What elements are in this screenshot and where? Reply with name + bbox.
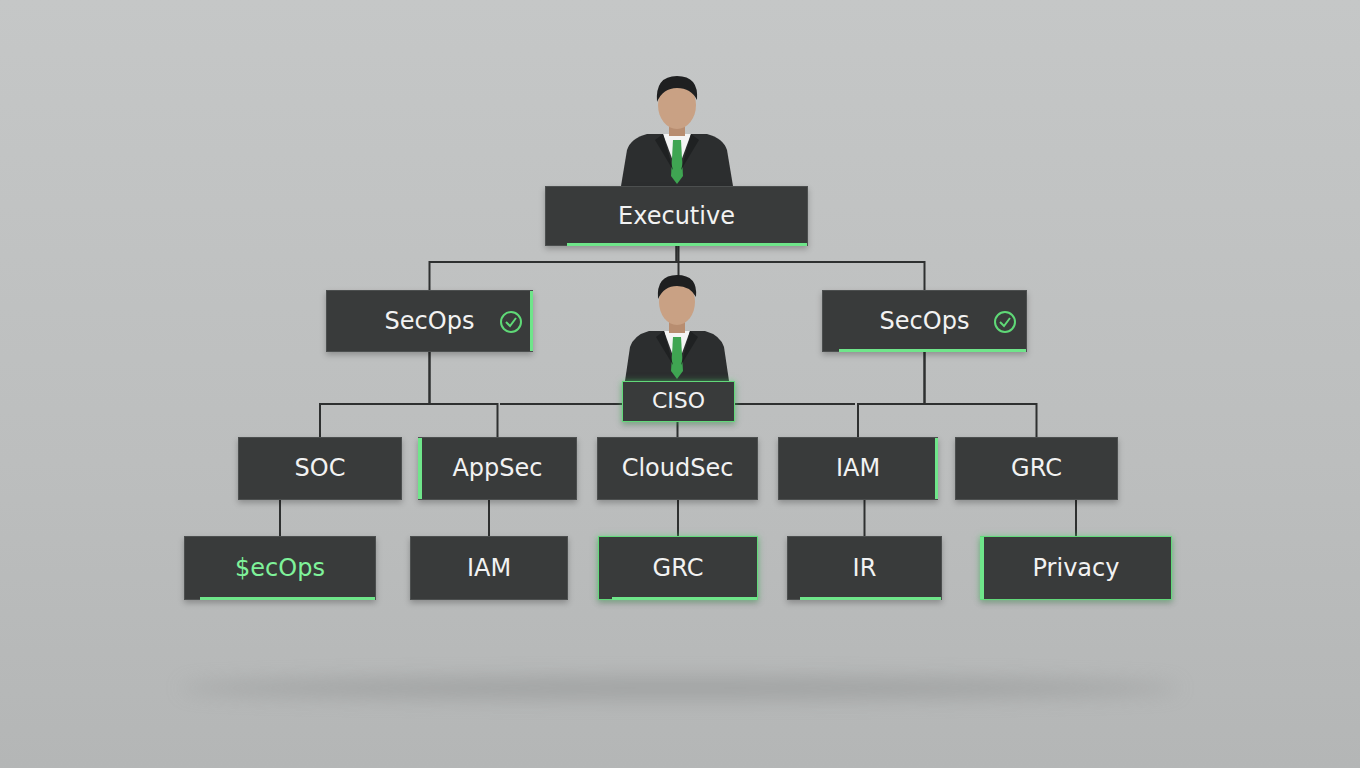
org-box: CISO [622, 381, 735, 422]
org-connector [677, 422, 679, 437]
org-connector [1075, 500, 1077, 536]
box-label: GRC [1011, 455, 1062, 481]
ciso-figure [625, 275, 729, 381]
org-connector [677, 500, 679, 536]
glow-accent [200, 597, 375, 600]
glow-accent [935, 438, 938, 499]
glow-accent [530, 291, 533, 351]
org-box: GRC [955, 437, 1118, 500]
org-connector [320, 352, 430, 437]
org-box: $ecOps [184, 536, 376, 600]
bus-stub [735, 403, 855, 405]
box-label: CISO [652, 389, 705, 413]
box-label: AppSec [452, 455, 542, 481]
box-label: Privacy [1033, 555, 1120, 581]
glow-accent [980, 537, 984, 599]
org-box: IAM [778, 437, 938, 500]
org-connector [858, 352, 925, 437]
box-label: SecOps [880, 308, 970, 334]
org-box: IR [787, 536, 942, 600]
org-connector [488, 500, 490, 536]
floor-shadow [180, 678, 1180, 698]
glow-accent [839, 349, 1026, 352]
box-label: IR [853, 555, 877, 581]
glow-accent [800, 597, 941, 600]
box-label: Executive [618, 203, 735, 229]
glow-accent [567, 243, 807, 246]
status-icon [992, 309, 1018, 335]
org-box: Executive [545, 186, 808, 246]
org-connector [677, 246, 925, 290]
org-connector [279, 500, 281, 536]
org-box: SecOps [326, 290, 533, 352]
executive-figure [621, 76, 733, 186]
org-box: CloudSec [597, 437, 758, 500]
box-label: SOC [295, 455, 346, 481]
box-label: GRC [653, 555, 704, 581]
glow-accent [418, 438, 422, 499]
glow-accent [612, 597, 757, 600]
org-box: IAM [410, 536, 568, 600]
bus-stub [500, 403, 622, 405]
org-connector [430, 352, 498, 437]
org-connector [430, 246, 677, 290]
box-label: IAM [467, 555, 511, 581]
status-icon [498, 309, 524, 335]
org-box: Privacy [980, 536, 1172, 600]
box-label: CloudSec [622, 455, 734, 481]
org-box: GRC [598, 536, 758, 600]
box-label: IAM [836, 455, 880, 481]
org-box: SOC [238, 437, 402, 500]
org-connector [864, 500, 866, 536]
org-box: AppSec [418, 437, 577, 500]
box-label: $ecOps [235, 555, 325, 581]
org-box: SecOps [822, 290, 1027, 352]
box-label: SecOps [385, 308, 475, 334]
org-connector [925, 352, 1037, 437]
